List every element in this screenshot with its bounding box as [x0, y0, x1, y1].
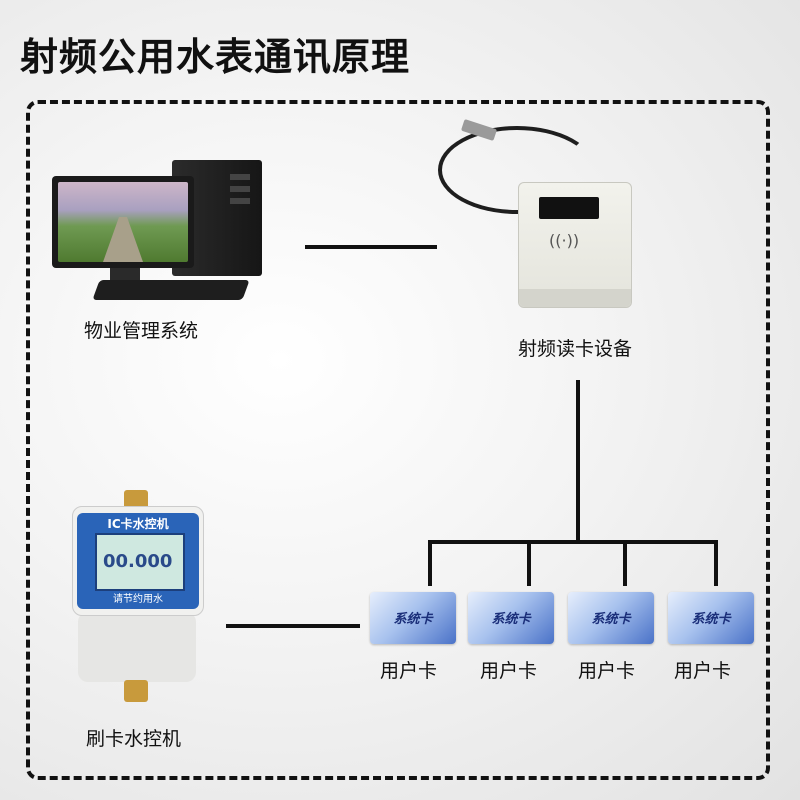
card-face-text: 系统卡 [393, 612, 433, 627]
meter-header: IC卡水控机 [107, 517, 169, 531]
user-card-4: 系统卡 [668, 592, 754, 644]
keyboard [92, 280, 250, 300]
usb-cable [438, 126, 596, 214]
diagram-frame [26, 100, 770, 780]
meter-label: 刷卡水控机 [86, 728, 182, 750]
page-title: 射频公用水表通讯原理 [20, 35, 411, 79]
connector-card-bus [428, 540, 718, 544]
meter-panel-housing: IC卡水控机 00.000 请节约用水 [72, 506, 204, 616]
connector-card-4 [714, 540, 718, 586]
computer-monitor [52, 176, 194, 268]
connector-reader-trunk [576, 380, 580, 542]
meter-digits: 00.000 [103, 551, 173, 572]
connector-meter-cards [226, 624, 360, 628]
card-label-3: 用户卡 [578, 660, 636, 682]
connector-card-1 [428, 540, 432, 586]
card-face-text: 系统卡 [691, 612, 731, 627]
card-label-4: 用户卡 [674, 660, 732, 682]
meter-body [78, 612, 196, 682]
connector-computer-reader [305, 245, 437, 249]
card-face-text: 系统卡 [491, 612, 531, 627]
user-card-2: 系统卡 [468, 592, 554, 644]
meter-display: 00.000 [95, 533, 185, 591]
rf-icon: ((·)) [549, 231, 580, 250]
card-reader: ((·)) [518, 182, 632, 308]
connector-card-2 [527, 540, 531, 586]
meter-footer: 请节约用水 [113, 594, 163, 605]
connector-card-3 [623, 540, 627, 586]
user-card-3: 系统卡 [568, 592, 654, 644]
card-label-1: 用户卡 [380, 660, 438, 682]
outlet-pipe [124, 680, 148, 702]
user-card-1: 系统卡 [370, 592, 456, 644]
computer-label: 物业管理系统 [84, 320, 199, 342]
card-face-text: 系统卡 [591, 612, 631, 627]
card-label-2: 用户卡 [480, 660, 538, 682]
reader-label: 射频读卡设备 [518, 338, 633, 360]
